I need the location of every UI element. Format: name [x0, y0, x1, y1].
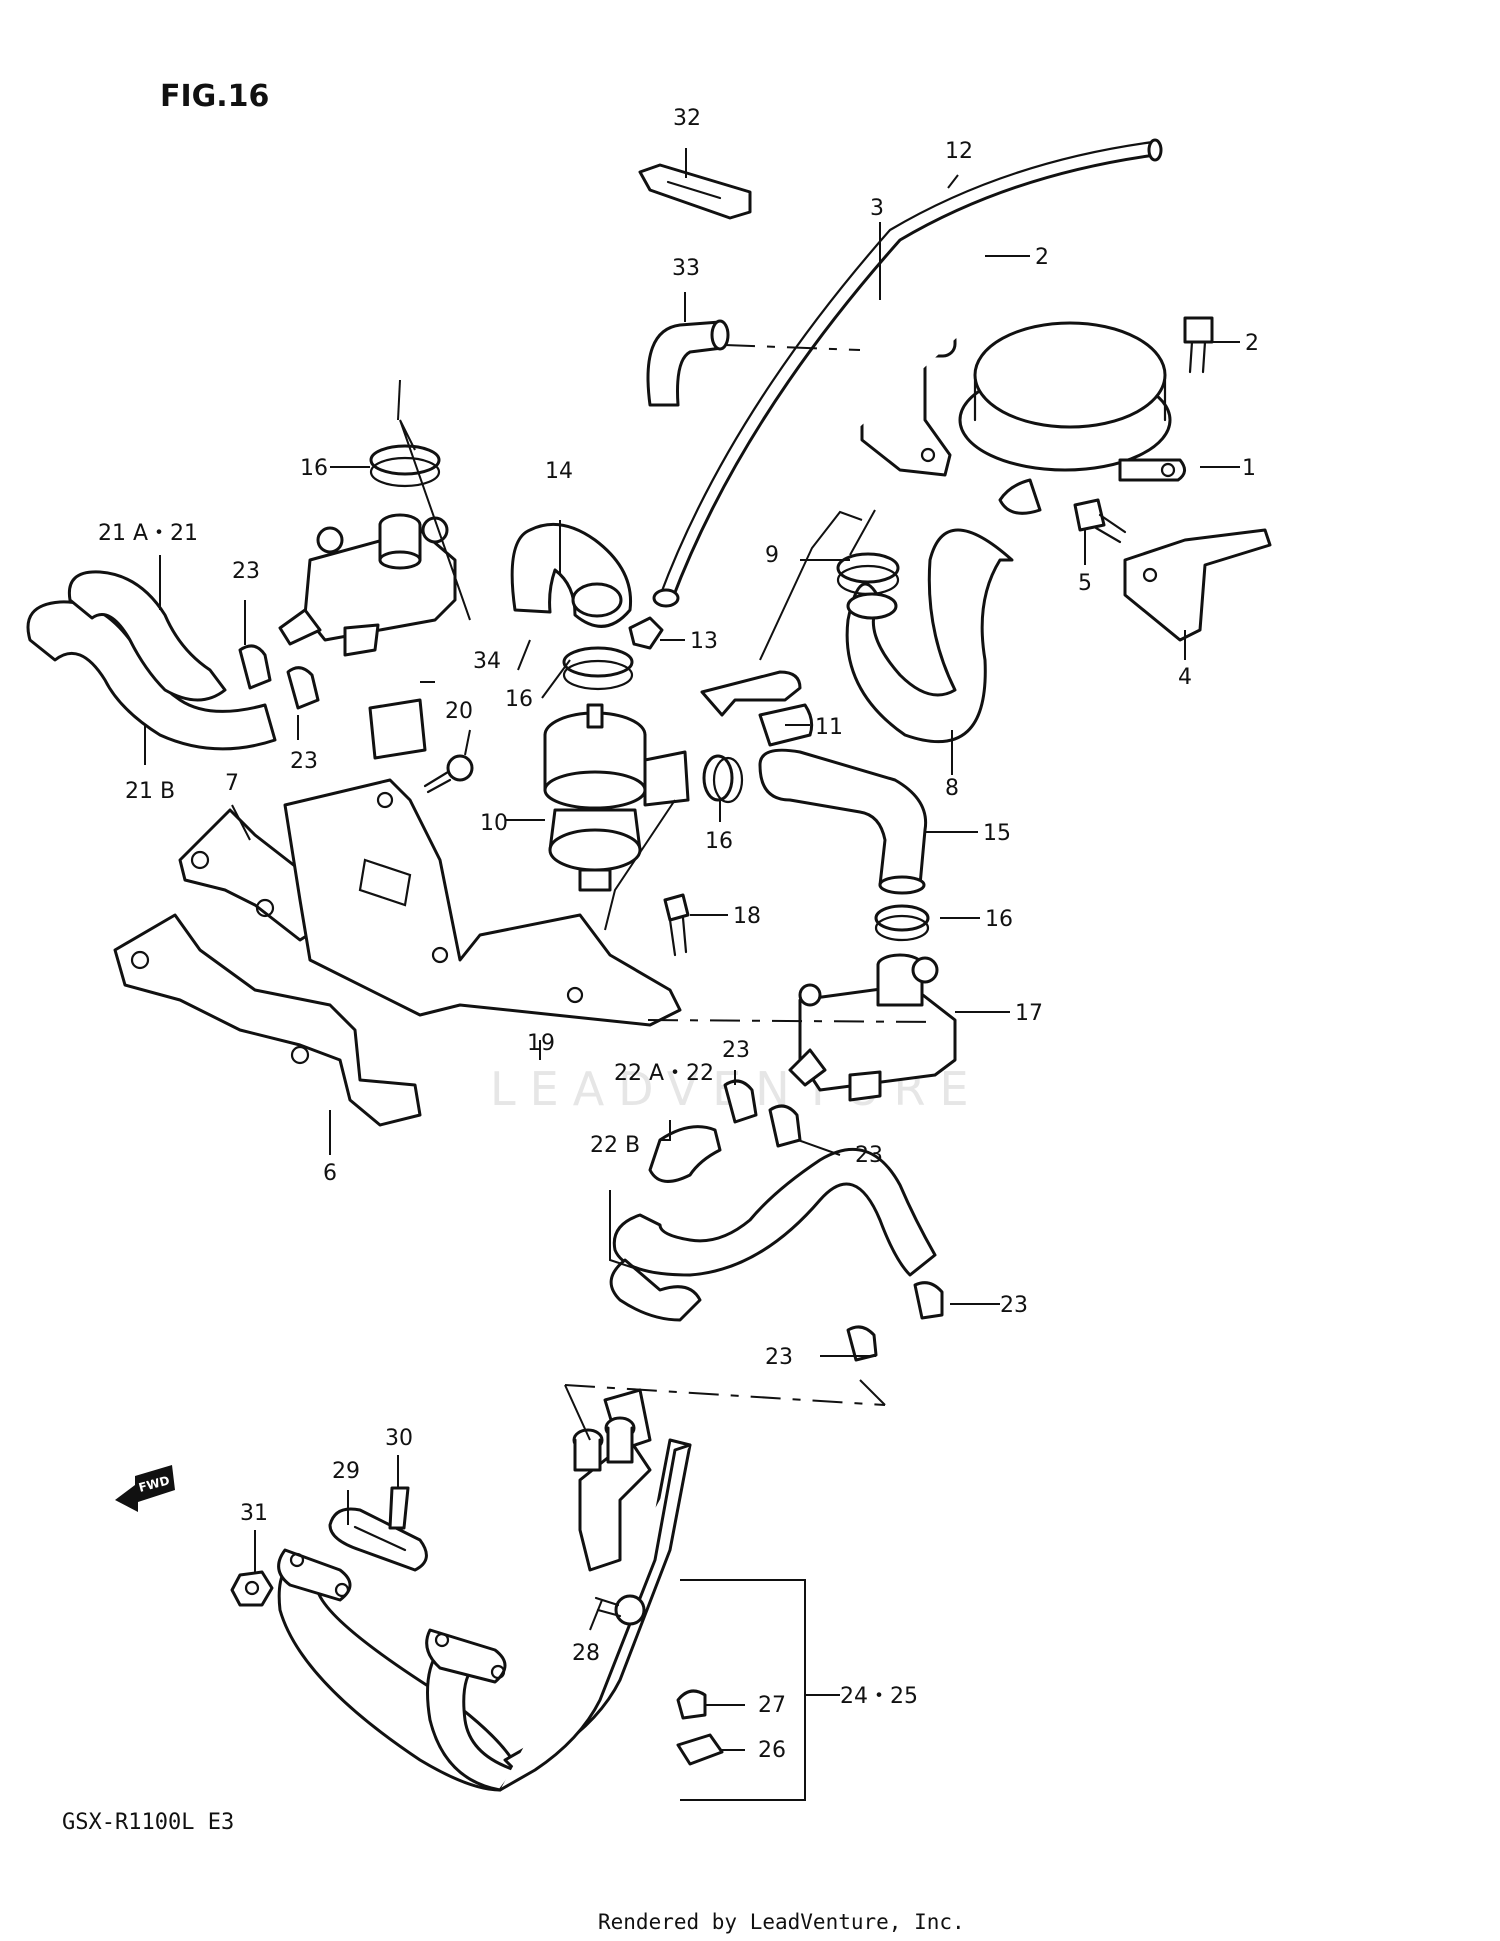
clamp-16a: [369, 444, 441, 488]
callout-32: 32: [673, 106, 701, 131]
callout-21a: 21 A・21: [98, 521, 198, 546]
pair-valve-left: [278, 513, 457, 657]
figure-title: FIG.16: [160, 79, 269, 114]
clamp-16d: [874, 904, 930, 942]
callout-2b: 2: [1245, 331, 1259, 356]
callout-27: 27: [758, 1693, 786, 1718]
callout-16a: 16: [300, 456, 328, 481]
callout-10: 10: [480, 811, 508, 836]
callout-4: 4: [1178, 665, 1192, 690]
callout-14: 14: [545, 459, 573, 484]
clip-23f: [846, 1325, 878, 1362]
clamp-27: [676, 1689, 707, 1720]
callout-31: 31: [240, 1501, 268, 1526]
callout-8: 8: [945, 776, 959, 801]
callout-18: 18: [733, 904, 761, 929]
callout-22a: 22 A・22: [614, 1061, 714, 1086]
bracket-6: [113, 913, 422, 1127]
pair-valve-17: [788, 953, 957, 1102]
clip-23e: [913, 1281, 944, 1320]
callout-23d: 23: [855, 1143, 883, 1168]
dashed-reference-lines: [564, 344, 936, 1406]
callout-2a: 2: [1035, 245, 1049, 270]
clip-23a: [238, 644, 272, 690]
clamp-9: [836, 552, 900, 596]
flange-left: [277, 1548, 352, 1602]
callout-33: 33: [672, 256, 700, 281]
bolt-2b: [1183, 316, 1214, 374]
cushion-26: [676, 1733, 724, 1766]
hoses-21: [26, 570, 277, 751]
bolt-28: [594, 1594, 646, 1626]
callout-16c: 16: [705, 829, 733, 854]
flange-right: [425, 1628, 507, 1684]
hose-33: [646, 319, 730, 407]
callout-5: 5: [1078, 571, 1092, 596]
fwd-arrow-icon: FWD: [115, 1465, 175, 1512]
callout-22b: 22 B: [590, 1133, 640, 1158]
callout-23a: 23: [232, 559, 260, 584]
callout-12: 12: [945, 139, 973, 164]
clip-13: [628, 616, 664, 650]
callout-17: 17: [1015, 1001, 1043, 1026]
callout-23b: 23: [290, 749, 318, 774]
gasket-29: [328, 1507, 428, 1572]
leader-lines: [144, 148, 1240, 1801]
callout-labels: 1 2 2 3 4 5 6 7 8 9 10 11 12 13 14 15 16…: [98, 106, 1259, 1763]
callout-3: 3: [870, 196, 884, 221]
callout-21b: 21 B: [125, 779, 175, 804]
callout-23e: 23: [1000, 1293, 1028, 1318]
clamp-16b: [562, 646, 634, 691]
bolt-20: [423, 754, 474, 794]
render-credit: Rendered by LeadVenture, Inc.: [598, 1910, 965, 1934]
callout-13: 13: [690, 629, 718, 654]
hose-12: [652, 138, 1163, 608]
callout-29: 29: [332, 1459, 360, 1484]
cap-34: [368, 698, 427, 760]
clip-32: [638, 163, 752, 220]
bracket-4: [1123, 528, 1272, 642]
hose-14: [510, 522, 633, 628]
hoses-22: [609, 1125, 937, 1322]
bracket-19: [283, 778, 682, 1027]
callout-28: 28: [572, 1641, 600, 1666]
callout-19: 19: [527, 1031, 555, 1056]
callout-20: 20: [445, 699, 473, 724]
stud-30: [388, 1486, 410, 1530]
callout-16d: 16: [985, 907, 1013, 932]
callout-7: 7: [225, 771, 239, 796]
clip-23c: [723, 1079, 758, 1124]
valve-10: [543, 703, 690, 892]
callout-24-25: 24・25: [840, 1684, 918, 1709]
callout-34: 34: [473, 649, 501, 674]
callout-26: 26: [758, 1738, 786, 1763]
bolt-18: [663, 893, 690, 957]
model-code: GSX-R1100L E3: [62, 1810, 234, 1835]
callout-23c: 23: [722, 1038, 750, 1063]
bolt-5: [1073, 498, 1127, 544]
callout-23f: 23: [765, 1345, 793, 1370]
clamp-16c: [702, 754, 744, 804]
callout-6: 6: [323, 1161, 337, 1186]
clip-23d: [768, 1104, 802, 1148]
hose-15: [758, 748, 928, 895]
callout-11: 11: [815, 715, 843, 740]
pipe-11: [700, 670, 814, 747]
callout-15: 15: [983, 821, 1011, 846]
callout-1: 1: [1242, 456, 1256, 481]
clip-23b: [286, 666, 320, 710]
callout-9: 9: [765, 543, 779, 568]
air-cleaner-canister: [898, 321, 1186, 515]
callout-30: 30: [385, 1426, 413, 1451]
nut-31: [230, 1570, 274, 1607]
callout-16b: 16: [505, 687, 533, 712]
